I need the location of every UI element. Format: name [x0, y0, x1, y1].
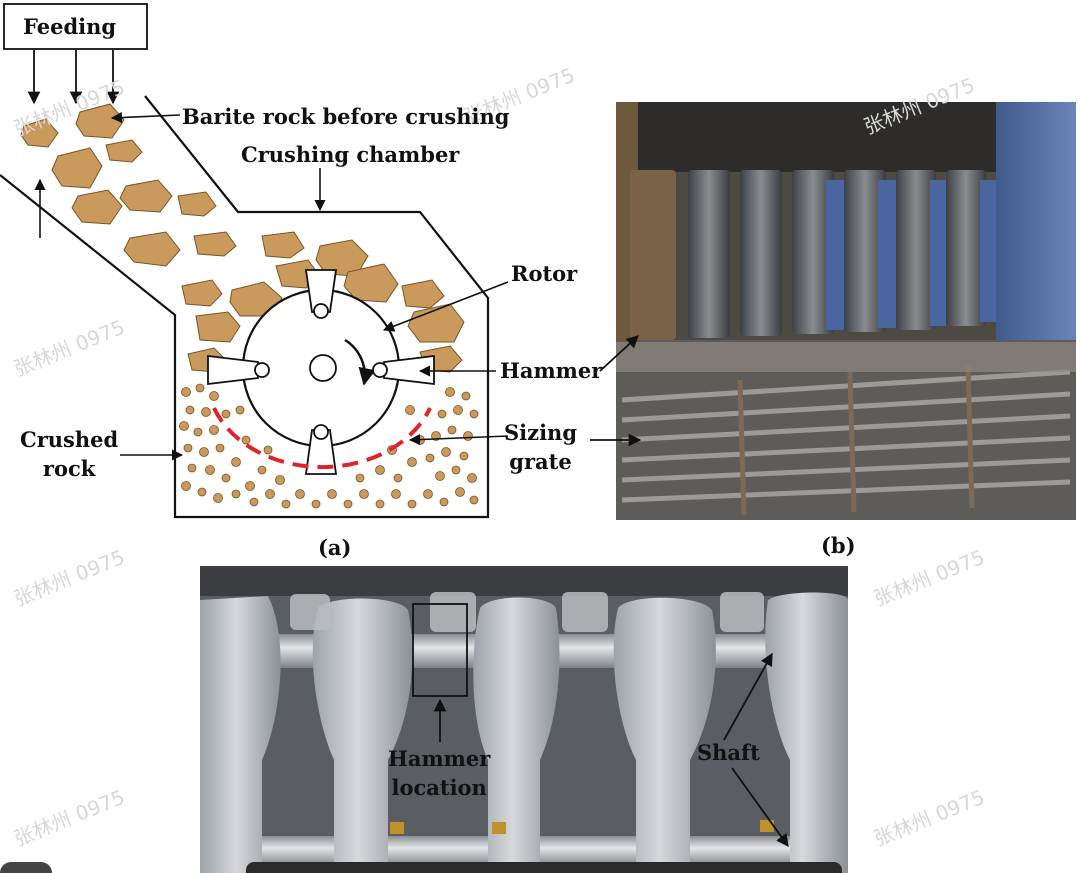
- caption-b: (b): [821, 533, 856, 558]
- panel-b-photo: [590, 102, 1076, 520]
- rotor-shaft: [309, 354, 337, 382]
- overlay-button[interactable]: [0, 862, 52, 873]
- sizing-grate-label-line2: grate: [509, 449, 572, 475]
- panel-c-photo: [200, 566, 848, 873]
- photo-hammers: [630, 170, 996, 340]
- hammer-location-box: [412, 603, 468, 697]
- barite-rock-label: Barite rock before crushing: [182, 104, 510, 129]
- leader-shaft-upper: [723, 652, 773, 741]
- hammer-label: Hammer: [500, 358, 603, 383]
- feeding-label: Feeding: [23, 14, 117, 39]
- chamber-outline: [0, 95, 490, 519]
- feeding-box: [3, 3, 148, 50]
- panel-a-schematic: [0, 3, 509, 519]
- leader-rotor: [382, 281, 509, 332]
- crushed-rock-label-line1: Crushed: [20, 427, 119, 452]
- rotor-label: Rotor: [511, 261, 578, 286]
- leader-barite: [110, 111, 181, 124]
- photo-hammer-plates: [200, 592, 848, 873]
- crushed-rock-particles: [179, 383, 479, 509]
- hammers: [207, 269, 435, 475]
- feed-rocks: [20, 103, 465, 373]
- sizing-grate-label-line1: Sizing: [504, 420, 577, 445]
- leader-shaft-lower: [731, 767, 789, 848]
- crushed-rock-label: Crushed rock: [20, 425, 118, 484]
- hammer-location-label: Hammer location: [388, 744, 490, 803]
- crushed-rock-label-line2: rock: [42, 456, 96, 482]
- crushing-chamber-label: Crushing chamber: [241, 142, 460, 167]
- hammer-location-label-line1: Hammer: [388, 746, 491, 771]
- sizing-grate-label: Sizing grate: [504, 418, 577, 477]
- sizing-grate: [212, 407, 432, 470]
- caption-a: (a): [318, 535, 352, 560]
- shaft-label: Shaft: [697, 740, 760, 765]
- rotation-arrow: [344, 338, 376, 386]
- hammer-location-label-line2: location: [391, 775, 487, 801]
- leader-photo-hammer: [599, 335, 639, 372]
- leader-sizing-grate: [408, 433, 509, 446]
- photo-grate-bars: [621, 369, 1071, 503]
- bottom-toolbar[interactable]: [246, 862, 842, 873]
